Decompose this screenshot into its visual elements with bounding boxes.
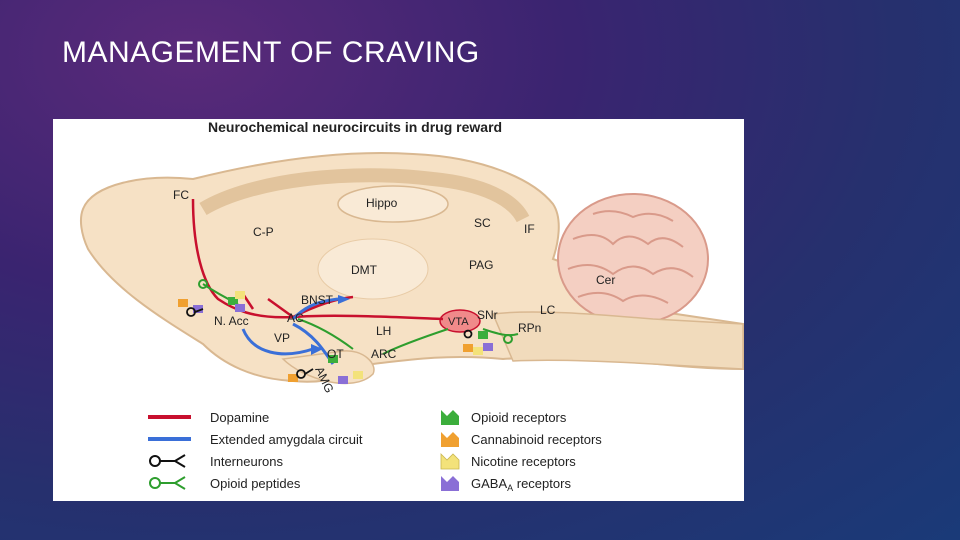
label-nacc: N. Acc (214, 314, 249, 328)
cortex-arc (199, 168, 530, 223)
receptor-markers (178, 291, 493, 384)
label-pag: PAG (469, 258, 493, 272)
legend-swatch-gaba-receptors (441, 476, 459, 491)
slide-title: MANAGEMENT OF CRAVING (62, 36, 480, 69)
label-ot: OT (327, 347, 344, 361)
label-vta: VTA (448, 316, 469, 328)
legend-left: Dopamine Extended amygdala circuit Inter… (148, 410, 363, 491)
hippocampus (337, 185, 449, 223)
legend-swatch-interneurons (149, 454, 186, 468)
legend-label-interneurons: Interneurons (210, 454, 283, 469)
brain-diagram: Neurochemical neurocircuits in drug rewa… (79, 119, 744, 493)
label-rpn: RPn (518, 321, 541, 335)
label-lh: LH (376, 324, 391, 338)
cerebellum (557, 193, 709, 325)
label-arc: ARC (371, 347, 397, 361)
legend-label-opioid-receptors: Opioid receptors (471, 410, 567, 425)
label-vp: VP (274, 331, 290, 345)
label-hippo: Hippo (366, 196, 398, 210)
neurocircuit-figure: Neurochemical neurocircuits in drug rewa… (53, 119, 744, 501)
label-ac: AC (287, 311, 304, 325)
legend-swatch-opioid-peptides (149, 476, 186, 490)
label-if: IF (524, 222, 535, 236)
label-snr: SNr (477, 308, 498, 322)
label-lc: LC (540, 303, 556, 317)
legend-gaba-main: GABA (471, 476, 507, 491)
legend-label-opioid-peptides: Opioid peptides (210, 476, 301, 491)
label-dmt: DMT (351, 263, 378, 277)
vta-node (439, 309, 481, 333)
label-cp: C-P (253, 225, 274, 239)
legend-label-cannabinoid-receptors: Cannabinoid receptors (471, 432, 602, 447)
legend-gaba-subscript: A (507, 483, 513, 493)
thalamus-area (317, 238, 429, 300)
legend-label-extended-amygdala: Extended amygdala circuit (210, 432, 363, 447)
legend-swatch-cannabinoid-receptors (441, 432, 459, 447)
legend-gaba-suffix: receptors (513, 476, 571, 491)
label-bnst: BNST (301, 293, 334, 307)
legend-label-nicotine-receptors: Nicotine receptors (471, 454, 576, 469)
interneurons (186, 307, 473, 379)
label-cer: Cer (596, 273, 615, 287)
legend-swatch-opioid-receptors (441, 410, 459, 425)
legend-label-dopamine: Dopamine (210, 410, 269, 425)
label-fc: FC (173, 188, 189, 202)
legend-right: Opioid receptors Cannabinoid receptors N… (440, 410, 602, 493)
label-sc: SC (474, 216, 491, 230)
brainstem (491, 311, 744, 370)
figure-title: Neurochemical neurocircuits in drug rewa… (208, 119, 502, 135)
opioid-peptide-pathways (198, 279, 519, 355)
legend-swatch-nicotine-receptors (440, 453, 460, 470)
legend-label-gaba-receptors: GABAA receptors (471, 476, 571, 493)
